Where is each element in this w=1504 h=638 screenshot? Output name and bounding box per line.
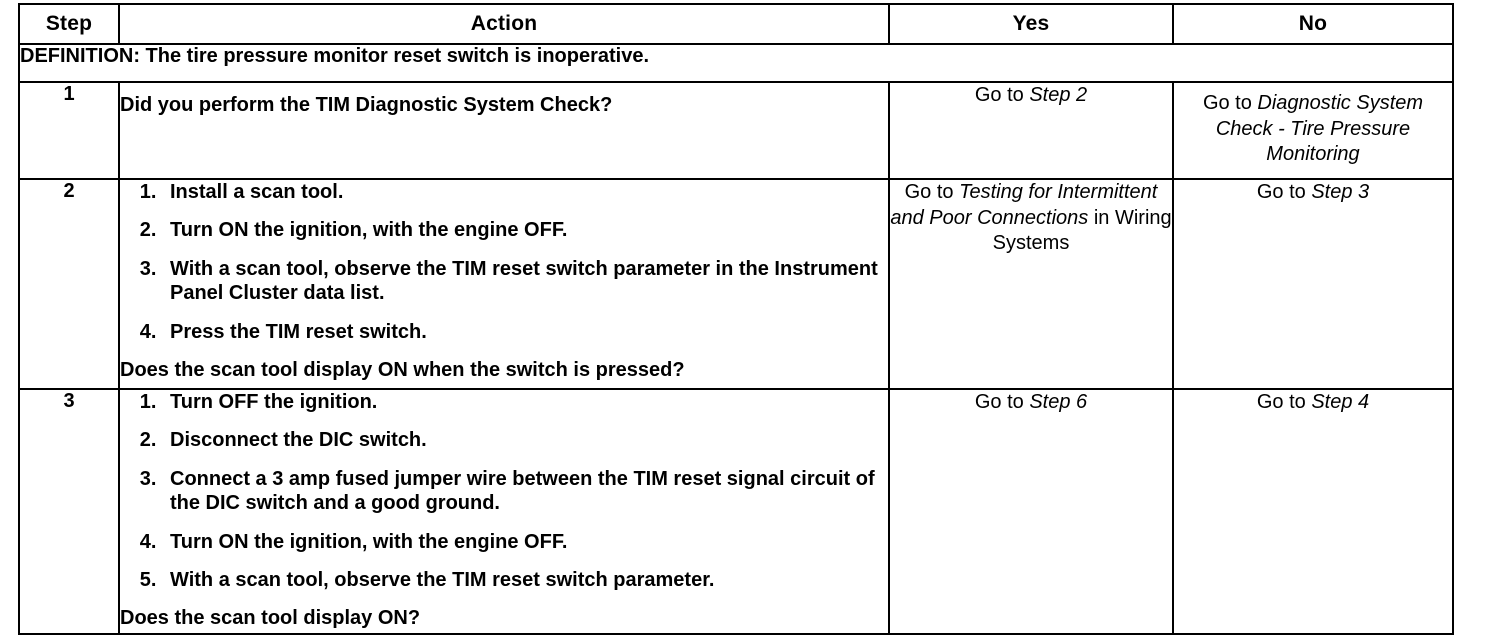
- substep-list: Turn OFF the ignition. Disconnect the DIC…: [120, 390, 888, 592]
- substep-item: Connect a 3 amp fused jumper wire betwee…: [162, 467, 888, 516]
- substep-text: Install a scan tool.: [170, 181, 344, 203]
- answer-prefix: Go to: [974, 84, 1030, 106]
- substep-text: Turn ON the ignition, with the engine OF…: [170, 530, 568, 553]
- answer-target: Diagnostic System Check - Tire Pressure …: [1215, 92, 1424, 166]
- answer-prefix: Go to: [1256, 181, 1312, 203]
- no-answer: Go to Diagnostic System Check - Tire Pre…: [1172, 81, 1454, 180]
- yes-answer: Go to Step 6: [888, 388, 1174, 635]
- substep-item: Install a scan tool.: [162, 180, 888, 204]
- yes-answer: Go to Testing for Intermittent and Poor …: [888, 178, 1174, 390]
- answer-prefix: Go to: [904, 181, 960, 203]
- answer-prefix: Go to: [1202, 92, 1258, 114]
- table-row: 2 Install a scan tool. Turn ON the igniti…: [18, 178, 1454, 390]
- no-answer: Go to Step 3: [1172, 178, 1454, 390]
- column-header-no: No: [1172, 3, 1454, 45]
- action-cell: Install a scan tool. Turn ON the ignition…: [118, 178, 890, 390]
- substep-text: Connect a 3 amp fused jumper wire betwee…: [170, 467, 875, 515]
- answer-target: Testing for Intermittent and Poor Connec…: [890, 181, 1158, 229]
- answer-prefix: Go to: [974, 391, 1030, 413]
- step-number: 2: [18, 178, 120, 390]
- lead-question: Did you perform the TIM Diagnostic Syste…: [120, 94, 613, 116]
- yes-answer: Go to Step 2: [888, 81, 1174, 180]
- answer-suffix: in Wiring Systems: [992, 206, 1172, 255]
- definition-text: DEFINITION: The tire pressure monitor re…: [18, 43, 1454, 83]
- step-number: 1: [18, 81, 120, 180]
- definition-row: DEFINITION: The tire pressure monitor re…: [18, 43, 1454, 83]
- substep-text: Turn ON the ignition, with the engine OF…: [170, 219, 568, 242]
- table-row: 3 Turn OFF the ignition. Disconnect the D…: [18, 388, 1454, 635]
- answer-target: Step 3: [1311, 181, 1370, 203]
- answer-target: Step 4: [1311, 391, 1370, 413]
- answer-prefix: Go to: [1256, 391, 1312, 413]
- substep-item: Disconnect the DIC switch.: [162, 428, 888, 452]
- substep-item: Turn OFF the ignition.: [162, 390, 888, 414]
- column-header-action: Action: [118, 3, 890, 45]
- substep-text: With a scan tool, observe the TIM reset …: [170, 568, 715, 591]
- column-header-yes: Yes: [888, 3, 1174, 45]
- substep-item: Turn ON the ignition, with the engine OF…: [162, 218, 888, 242]
- diagnostic-table: Step Action Yes No DEFINITION: The tire …: [18, 3, 1454, 635]
- table-row: 1 Did you perform the TIM Diagnostic Sys…: [18, 81, 1454, 180]
- answer-target: Step 2: [1029, 84, 1088, 106]
- substep-text: Disconnect the DIC switch.: [170, 429, 427, 452]
- tail-question: Does the scan tool display ON?: [120, 607, 421, 630]
- table-header-row: Step Action Yes No: [18, 3, 1454, 45]
- column-header-step: Step: [18, 3, 120, 45]
- tail-question: Does the scan tool display ON when the s…: [120, 358, 685, 381]
- substep-item: With a scan tool, observe the TIM reset …: [162, 257, 888, 306]
- substep-text: Press the TIM reset switch.: [170, 320, 427, 343]
- no-answer: Go to Step 4: [1172, 388, 1454, 635]
- substep-item: With a scan tool, observe the TIM reset …: [162, 568, 888, 592]
- substep-item: Press the TIM reset switch.: [162, 320, 888, 344]
- substep-text: Turn OFF the ignition.: [170, 391, 378, 413]
- action-cell: Turn OFF the ignition. Disconnect the DIC…: [118, 388, 890, 635]
- answer-target: Step 6: [1029, 391, 1088, 413]
- step-number: 3: [18, 388, 120, 635]
- substep-list: Install a scan tool. Turn ON the ignition…: [120, 180, 888, 344]
- substep-item: Turn ON the ignition, with the engine OF…: [162, 530, 888, 554]
- substep-text: With a scan tool, observe the TIM reset …: [170, 257, 878, 305]
- action-cell: Did you perform the TIM Diagnostic Syste…: [118, 81, 890, 180]
